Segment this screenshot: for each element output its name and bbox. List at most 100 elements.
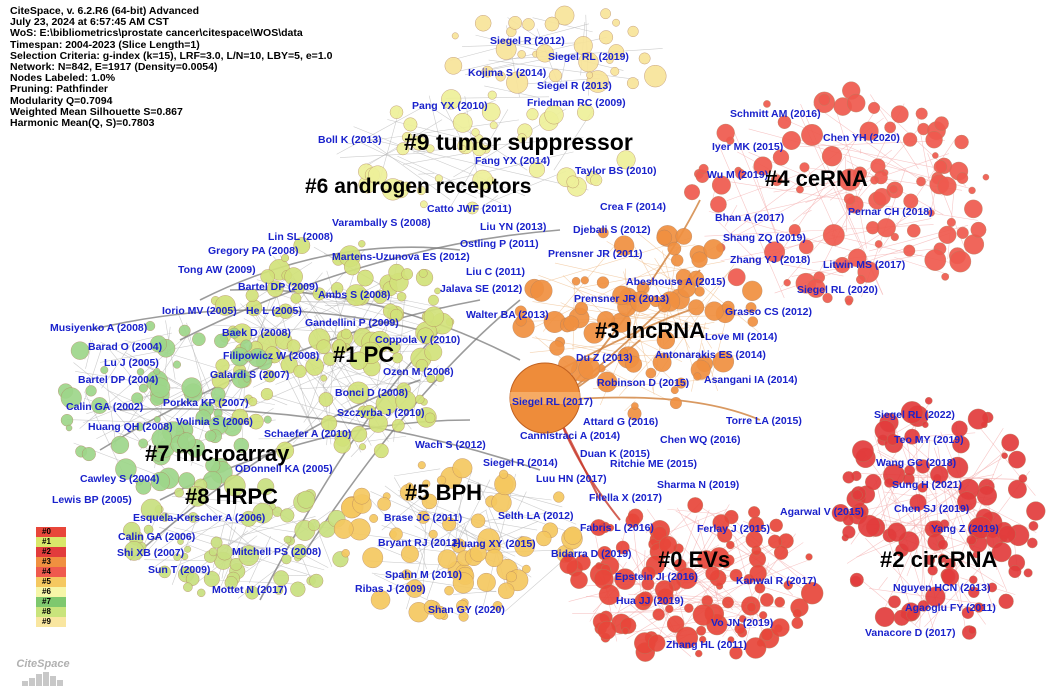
citation-node xyxy=(1001,433,1020,452)
citation-node xyxy=(654,580,674,600)
node-label: Siegel RL (2022) xyxy=(874,409,955,421)
node-label: Fang YX (2014) xyxy=(475,155,550,167)
citation-node xyxy=(874,240,883,248)
citation-node xyxy=(150,377,171,398)
citation-node xyxy=(684,603,694,613)
node-label: Du Z (2013) xyxy=(576,352,633,364)
node-label: Prensner JR (2013) xyxy=(574,293,669,305)
citation-node xyxy=(553,491,565,503)
network-edge xyxy=(865,537,930,607)
citation-node xyxy=(777,115,792,129)
node-label: Cannistraci A (2014) xyxy=(520,430,620,442)
node-label: He L (2005) xyxy=(246,305,302,317)
citation-node xyxy=(917,482,928,493)
node-label: Varambally S (2008) xyxy=(332,217,431,229)
citation-node xyxy=(456,599,469,613)
network-edge xyxy=(366,494,398,530)
node-label: Wu M (2019) xyxy=(707,169,768,181)
network-edge xyxy=(227,248,366,403)
network-edge xyxy=(336,106,423,155)
citation-node xyxy=(320,415,338,432)
citation-node xyxy=(600,8,611,20)
citation-node xyxy=(954,134,969,150)
citation-node xyxy=(362,404,377,420)
citation-node xyxy=(470,513,486,529)
info-line: WoS: E:\bibliometrics\prostate cancer\ci… xyxy=(10,27,303,40)
network-edge xyxy=(214,536,265,549)
network-edge xyxy=(774,113,874,262)
citation-node xyxy=(233,437,249,454)
legend-swatch: #9 xyxy=(36,617,66,627)
citation-node xyxy=(772,149,790,166)
node-label: Luu HN (2017) xyxy=(536,473,607,485)
citation-node xyxy=(274,585,284,595)
citation-node xyxy=(627,508,644,525)
node-label: Duan K (2015) xyxy=(580,448,650,460)
citation-node xyxy=(415,394,425,405)
citation-node xyxy=(416,510,430,524)
citation-node xyxy=(806,278,826,298)
citation-node xyxy=(781,131,801,150)
network-edge xyxy=(353,126,526,197)
citation-node xyxy=(904,428,921,445)
network-edge xyxy=(631,516,643,604)
citation-node xyxy=(1028,521,1039,531)
citation-node xyxy=(444,585,454,596)
info-line: Nodes Labeled: 1.0% xyxy=(10,72,116,85)
node-label: Grasso CS (2012) xyxy=(725,306,812,318)
legend-swatch: #8 xyxy=(36,607,66,617)
node-label: Schaefer A (2010) xyxy=(264,428,351,440)
node-label: Shan GY (2020) xyxy=(428,604,505,616)
citation-node xyxy=(140,498,163,520)
node-label: Iorio MV (2005) xyxy=(162,305,237,317)
citation-node xyxy=(481,102,501,122)
citation-node xyxy=(276,441,295,460)
citation-node xyxy=(472,169,493,191)
network-edge xyxy=(371,572,497,593)
citation-node xyxy=(887,522,907,542)
citation-node xyxy=(716,123,735,143)
network-edge xyxy=(934,481,939,524)
info-line: Network: N=842, E=1917 (Density=0.0054) xyxy=(10,61,218,74)
citation-node xyxy=(822,292,833,304)
node-label: Hua JJ (2019) xyxy=(616,595,684,607)
citation-node xyxy=(621,627,630,635)
citation-node xyxy=(153,367,161,375)
citation-node xyxy=(423,306,445,327)
citation-node xyxy=(925,586,946,607)
citation-node xyxy=(135,478,152,495)
citation-node xyxy=(495,39,517,60)
network-edge xyxy=(649,558,813,621)
network-edge xyxy=(932,542,1005,588)
citation-node xyxy=(627,25,639,37)
citation-node xyxy=(187,512,199,523)
citation-node xyxy=(652,353,672,372)
citation-node xyxy=(612,18,620,27)
citation-node xyxy=(845,298,853,306)
citation-node xyxy=(273,570,289,587)
citation-node xyxy=(726,540,735,550)
citation-node xyxy=(687,497,704,513)
citation-node xyxy=(389,105,404,119)
node-label-layer: Siegel R (2012)Siegel RL (2019)Kojima S … xyxy=(50,35,999,651)
citation-node xyxy=(1008,479,1027,499)
citation-node xyxy=(387,340,401,354)
citation-node xyxy=(924,249,947,271)
network-edge xyxy=(393,468,441,477)
node-label: Spahn M (2010) xyxy=(385,569,462,581)
network-edge xyxy=(905,446,1011,535)
network-edge xyxy=(542,75,550,84)
node-label: Siegel R (2014) xyxy=(483,457,558,469)
citation-node xyxy=(771,618,790,637)
citation-node xyxy=(968,186,976,195)
citation-node xyxy=(613,235,635,256)
citation-node xyxy=(748,506,761,519)
citation-node xyxy=(197,588,206,598)
citation-node xyxy=(192,332,206,347)
citation-node xyxy=(290,292,302,304)
citation-node xyxy=(422,479,431,488)
citation-node xyxy=(987,582,998,593)
network-edge xyxy=(106,389,223,439)
network-edge xyxy=(398,494,525,568)
citation-node xyxy=(574,301,589,315)
